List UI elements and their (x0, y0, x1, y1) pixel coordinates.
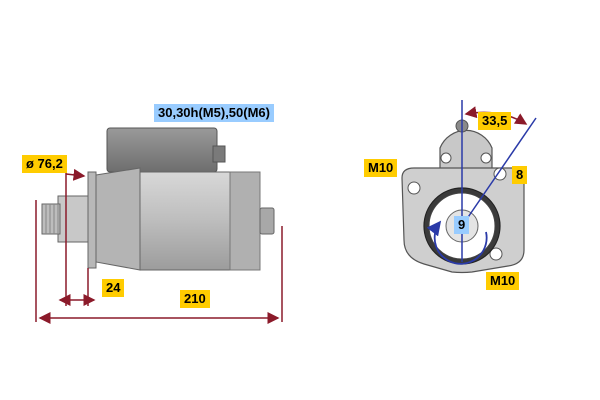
teeth-label: 9 (454, 216, 470, 234)
pinion-gear (41, 203, 61, 235)
total-length-label: 210 (180, 290, 210, 308)
bottom-bolt-hole (489, 247, 503, 261)
diameter-label: ø 76,2 (22, 155, 67, 173)
drive-housing (95, 167, 141, 271)
spec-label: 30,30h(M5),50(M6) (154, 104, 274, 122)
top-bolt-hole (480, 152, 492, 164)
bolt-left-label: M10 (364, 159, 398, 177)
right-bolt-hole (493, 167, 507, 181)
solenoid-terminal (212, 145, 226, 163)
flange-length-label: 24 (102, 279, 125, 297)
pinion-housing (57, 195, 89, 243)
motor-body-band (229, 171, 261, 271)
side-view (35, 127, 283, 324)
rotation-arrow (426, 220, 488, 265)
hole-label: 8 (512, 166, 528, 184)
mounting-flange (87, 171, 97, 269)
left-bolt-hole (407, 181, 421, 195)
top-bolt-hole (440, 152, 452, 164)
top-mounting-ear (439, 129, 493, 177)
bolt-bottom-label: M10 (486, 272, 520, 290)
front-view (401, 100, 537, 274)
top-offset-label: 33,5 (478, 112, 512, 130)
end-cap (259, 207, 275, 235)
solenoid (106, 127, 218, 173)
offset-line (461, 117, 537, 227)
diameter-leader (65, 168, 86, 181)
